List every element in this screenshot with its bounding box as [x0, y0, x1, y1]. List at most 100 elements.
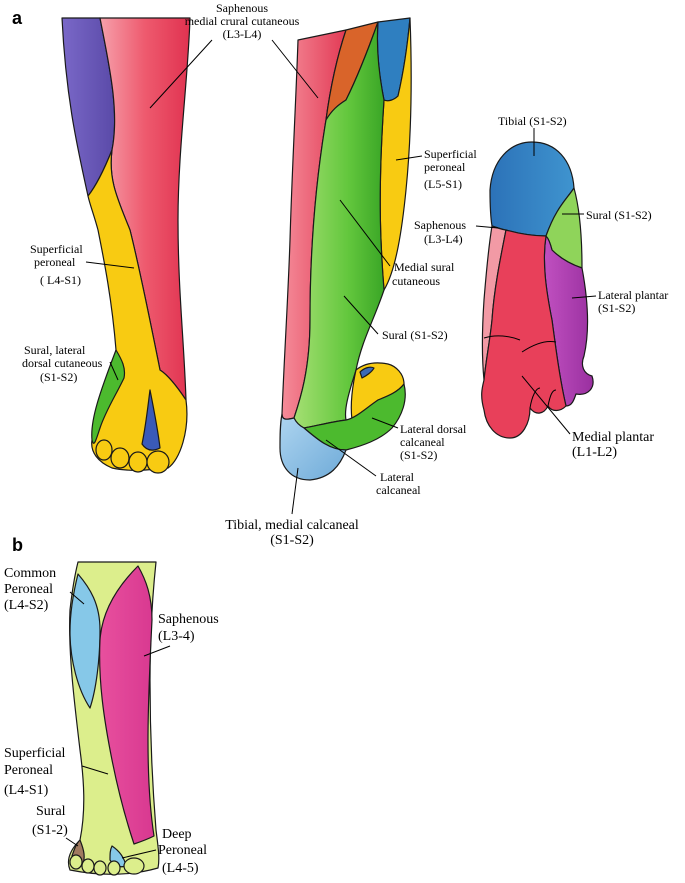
leader-saphenous-crural	[149, 39, 319, 109]
label-line-2: calcaneal	[376, 483, 421, 497]
toe-crease-1	[529, 387, 541, 409]
leg-panel-b-illustration	[67, 561, 160, 876]
foot-blue-patch	[359, 366, 375, 379]
label-sural-sole: Sural (S1-S2)	[586, 208, 652, 222]
sole-crease-1	[483, 335, 521, 341]
deep-peroneal-web	[141, 389, 161, 451]
label-line-2: cutaneous	[392, 274, 440, 288]
label-superficial-peroneal-b: Superficial Peroneal (L4-S1)	[4, 746, 66, 798]
leader-common-peroneal	[69, 591, 85, 605]
label-lateral-calcaneal: Lateral calcaneal	[376, 470, 421, 497]
label-line-2: medial crural cutaneous	[185, 14, 300, 28]
leader-lateral-calcaneal	[325, 439, 377, 477]
toe-3	[93, 860, 107, 876]
label-line-2: Peroneal	[158, 843, 207, 858]
sole-crease-2	[521, 341, 557, 353]
panel-b-letter: b	[12, 535, 23, 555]
sural-green-region	[91, 349, 126, 444]
leader-medial-sural	[339, 199, 391, 267]
label-line-2: (S1-S2)	[270, 533, 314, 548]
label-sural-lateral-dorsal: Sural, lateral dorsal cutaneous (S1-S2)	[22, 343, 103, 384]
label-lateral-plantar: Lateral plantar (S1-S2)	[598, 288, 668, 315]
leader-medial-plantar	[521, 375, 571, 435]
label-medial-plantar: Medial plantar (L1-L2)	[572, 430, 654, 460]
label-line-1: Superficial	[424, 147, 477, 161]
label-line-3: (S1-S2)	[400, 448, 437, 462]
label-line-1: Deep	[162, 827, 192, 842]
label-line-3: (L4-5)	[162, 861, 199, 876]
leg-anterior-illustration	[61, 17, 191, 474]
leg-posterior-illustration	[279, 17, 412, 481]
label-line-2: (S1-S2)	[598, 301, 635, 315]
label-line-1: Sural, lateral	[24, 343, 86, 357]
label-line-2: peroneal	[34, 255, 76, 269]
toe-2	[110, 447, 130, 469]
common-peroneal-blue	[69, 573, 101, 709]
label-line-2: (L3-L4)	[424, 232, 463, 246]
leader-saphenous-b	[143, 645, 171, 657]
label-line-2: Peroneal	[4, 582, 53, 597]
label-tibial-sole: Tibial (S1-S2)	[498, 114, 567, 128]
label-line-1: Lateral plantar	[598, 288, 668, 302]
label-line-1: Saphenous	[158, 612, 219, 627]
toe-1	[95, 439, 113, 461]
leader-lateral-dorsal-calcaneal	[371, 417, 399, 429]
leader-superficial-peroneal-mid	[395, 155, 423, 161]
label-line-1: Common	[4, 566, 56, 581]
label-line-1: Saphenous	[414, 218, 466, 232]
medial-plantar-red	[481, 229, 567, 439]
label-line-1: Saphenous	[216, 1, 268, 15]
sole-illustration	[481, 141, 594, 439]
toe-4	[146, 450, 170, 474]
label-sural-b: Sural (S1-2)	[32, 804, 68, 838]
toe-crease-2	[547, 389, 557, 407]
label-line-1: Superficial	[4, 746, 66, 761]
label-superficial-peroneal-left: Superficial peroneal ( L4-S1)	[30, 242, 83, 287]
label-line-2: Peroneal	[4, 763, 53, 778]
label-line-1: Medial sural	[394, 260, 455, 274]
toe-2	[81, 858, 95, 874]
label-line-1: Lateral	[380, 470, 415, 484]
label-line-3: (L4-S2)	[4, 598, 49, 613]
label-line-1: Superficial	[30, 242, 83, 256]
label-line-3: ( L4-S1)	[40, 273, 81, 287]
label-line-2: calcaneal	[400, 435, 445, 449]
label-tibial-medial-calcaneal: Tibial, medial calcaneal (S1-S2)	[225, 518, 359, 548]
leader-deep-peroneal-b	[121, 849, 157, 859]
label-common-peroneal: Common Peroneal (L4-S2)	[4, 566, 56, 613]
toe-5	[123, 857, 145, 875]
toe-3	[128, 451, 148, 473]
label-deep-peroneal-b: Deep Peroneal (L4-5)	[158, 827, 207, 876]
label-line-2: (L3-4)	[158, 629, 195, 644]
label-superficial-peroneal-mid: Superficial peroneal (L5-S1)	[424, 147, 477, 191]
label-lateral-dorsal-calcaneal: Lateral dorsal calcaneal (S1-S2)	[400, 422, 467, 462]
label-line-1: Lateral dorsal	[400, 422, 467, 436]
label-line-3: (L5-S1)	[424, 177, 462, 191]
medial-calcaneal-blue-heel	[279, 413, 347, 481]
label-line-2: dorsal cutaneous	[22, 356, 103, 370]
label-sural-mid: Sural (S1-S2)	[382, 328, 448, 342]
panel-a-letter: a	[12, 8, 23, 28]
label-line-1: Medial plantar	[572, 430, 654, 445]
leader-sural-lateral-dorsal	[109, 361, 119, 381]
label-saphenous-b: Saphenous (L3-4)	[158, 612, 219, 644]
leader-sural-b	[65, 837, 79, 847]
label-line-2: (S1-2)	[32, 823, 68, 838]
label-line-1: Sural	[36, 804, 66, 819]
toe-1	[69, 854, 83, 870]
leader-superficial-peroneal-left	[85, 261, 135, 269]
leader-tibial-medial-calcaneal	[291, 467, 299, 515]
toe-4	[107, 860, 121, 876]
label-line-1: Tibial, medial calcaneal	[225, 518, 359, 533]
leader-sural-mid	[343, 295, 379, 335]
label-line-3: (L3-L4)	[223, 27, 262, 41]
label-line-3: (S1-S2)	[40, 370, 77, 384]
leader-superficial-peroneal-b	[81, 765, 109, 775]
leader-saphenous-sole	[475, 225, 499, 229]
label-line-2: (L1-L2)	[572, 445, 617, 460]
label-medial-sural: Medial sural cutaneous	[392, 260, 455, 288]
label-saphenous-crural: Saphenous medial crural cutaneous (L3-L4…	[185, 1, 300, 41]
saphenous-pink	[99, 565, 155, 845]
label-saphenous-sole: Saphenous (L3-L4)	[414, 218, 466, 246]
